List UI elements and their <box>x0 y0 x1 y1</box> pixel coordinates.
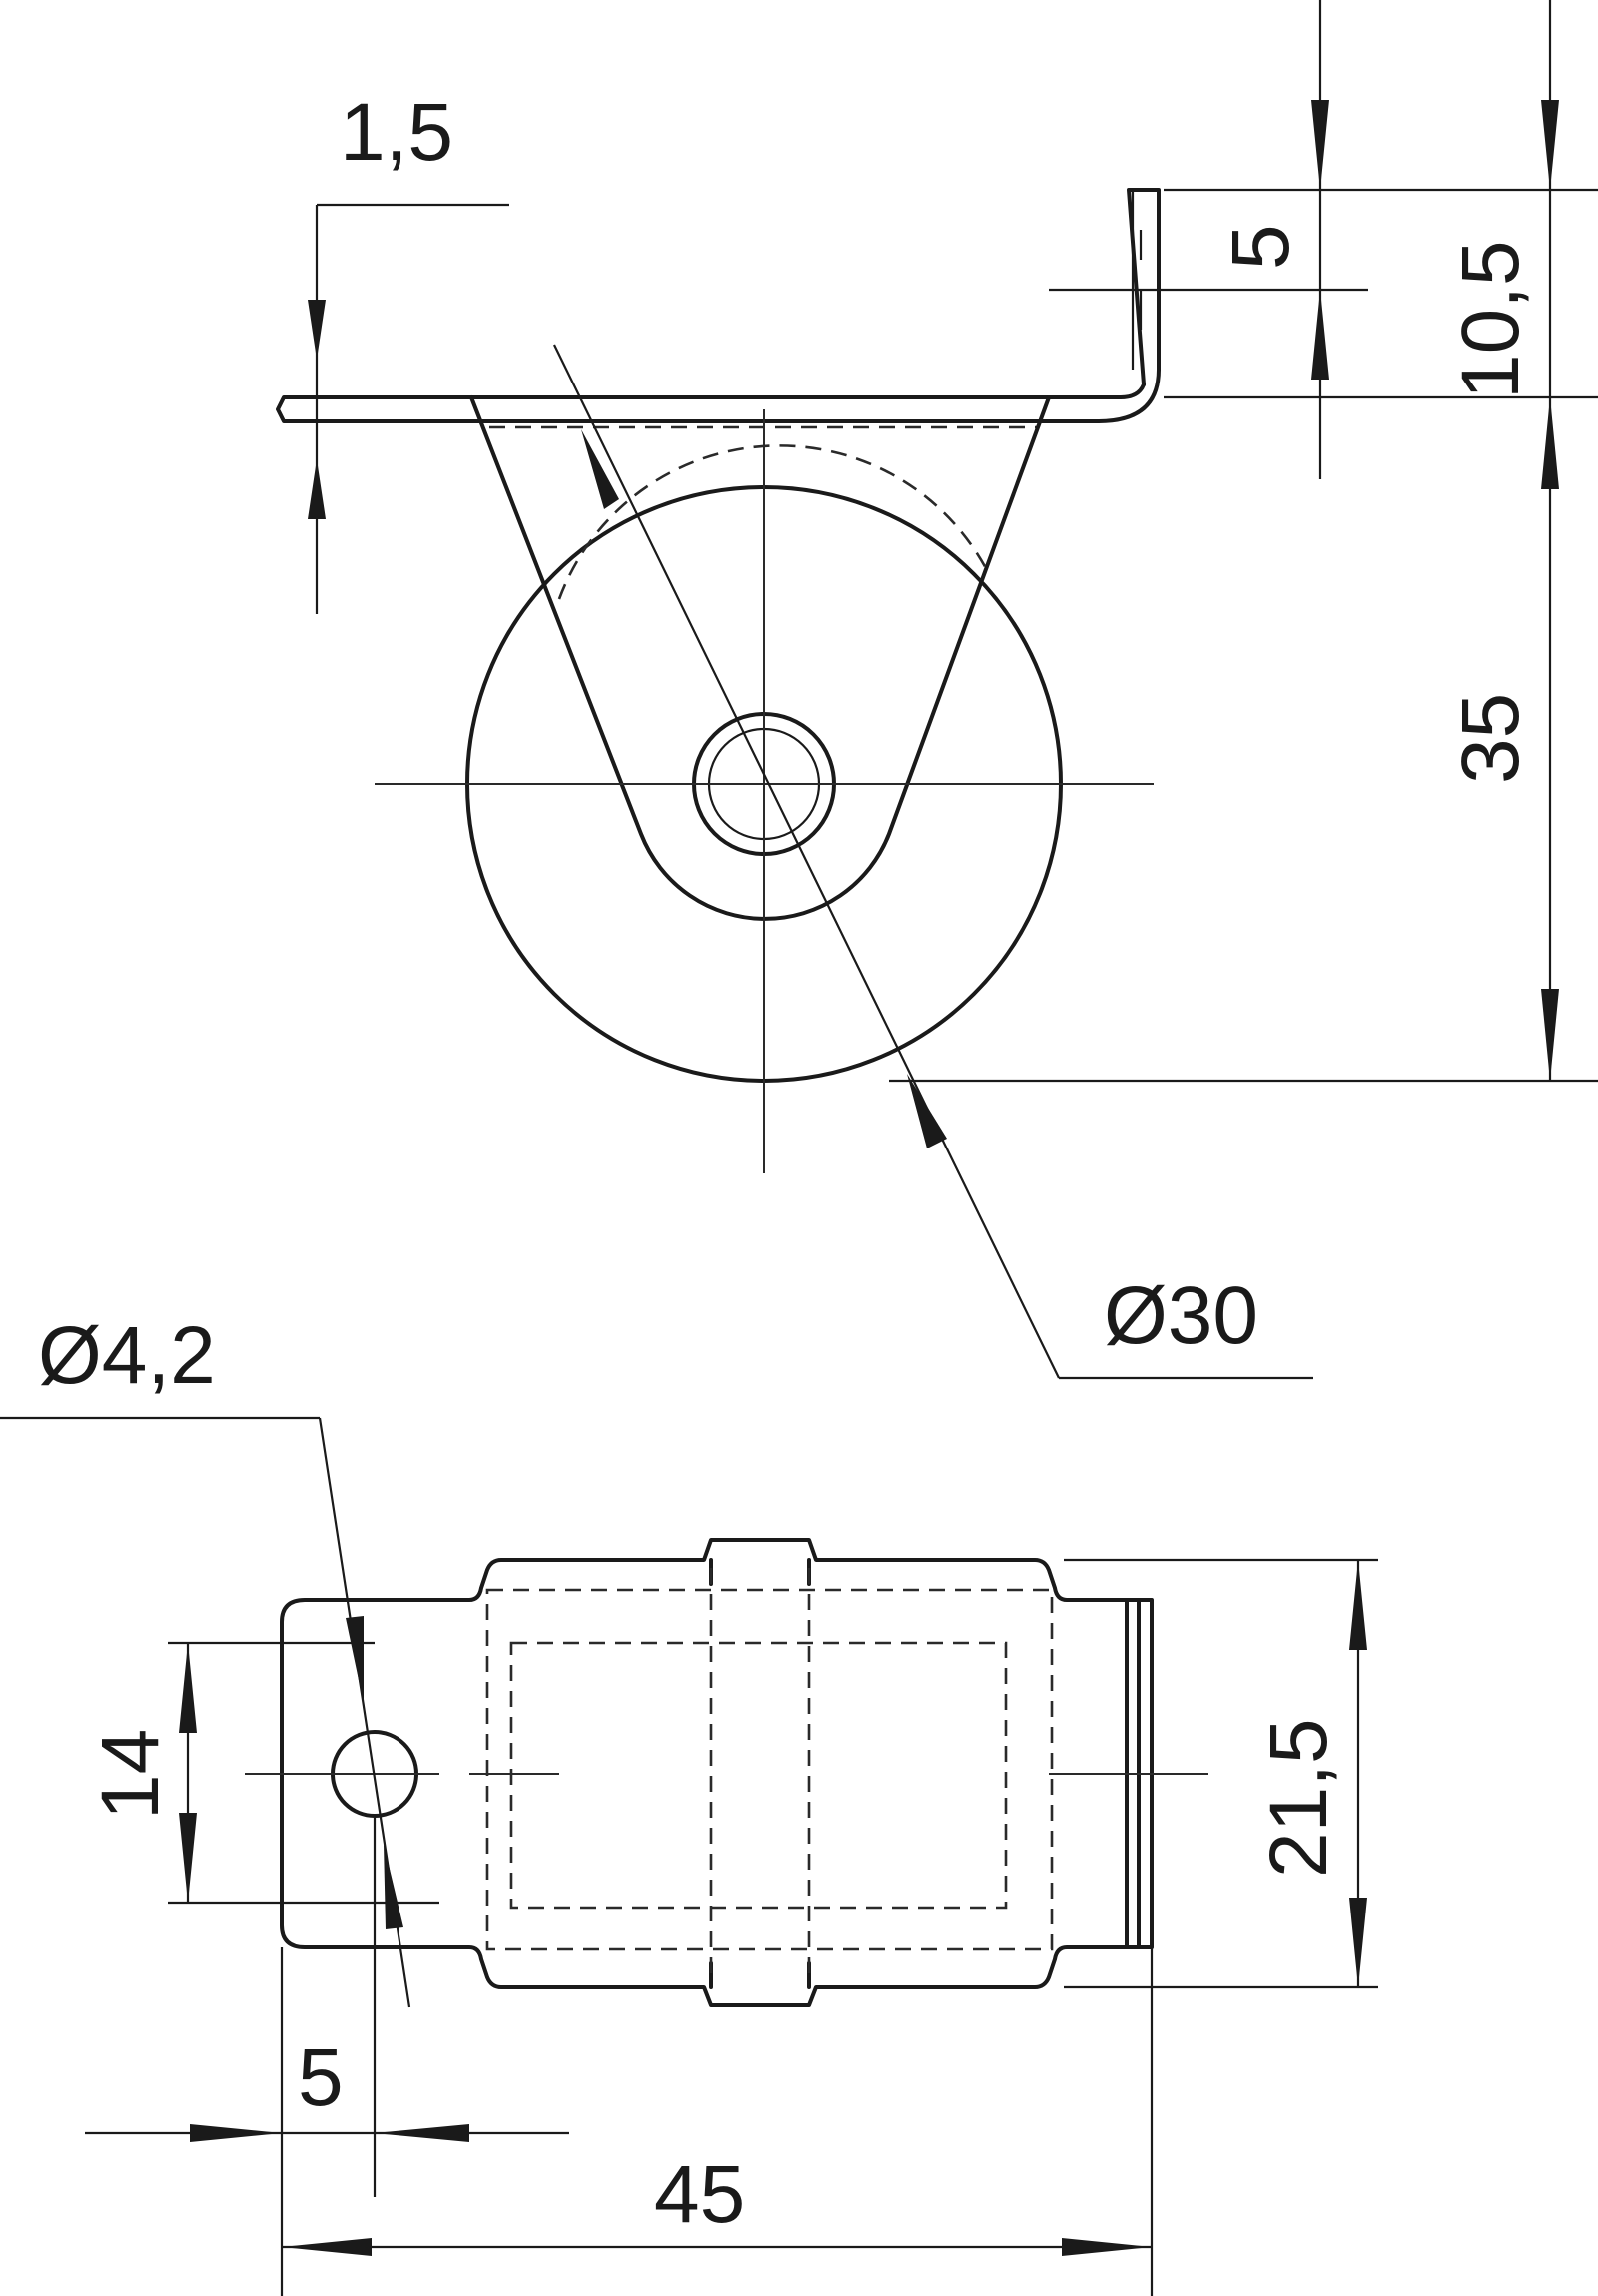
top-view: Ø4,2 14 21,5 5 45 <box>0 1310 1378 2296</box>
wheel-hidden-arc <box>557 444 991 600</box>
wheel-fork <box>469 395 1051 921</box>
hidden-wheel-outline <box>485 1588 1054 1951</box>
mounting-plate <box>276 368 1161 423</box>
side-view: Ø30 1,5 5 10,5 35 <box>276 0 1598 1380</box>
axle-height-dim-label: 35 <box>1445 693 1536 784</box>
hole-spacing-label: 14 <box>85 1729 176 1820</box>
plate-thickness-label: 1,5 <box>340 87 453 178</box>
wheel-diameter-label: Ø30 <box>1104 1270 1258 1361</box>
hidden-fork-outline <box>509 1641 1008 1910</box>
plate-flange <box>1127 188 1161 386</box>
hole-offset-label: 5 <box>298 2032 344 2123</box>
bracket-height-dim-label: 10,5 <box>1445 240 1536 399</box>
bracket-top-dim-label: 5 <box>1215 224 1306 270</box>
plate-length-label: 45 <box>654 2149 745 2240</box>
top-plate-outline <box>280 1538 1141 2007</box>
hole-diameter-label: Ø4,2 <box>38 1310 216 1401</box>
plate-width-label: 21,5 <box>1253 1718 1344 1878</box>
